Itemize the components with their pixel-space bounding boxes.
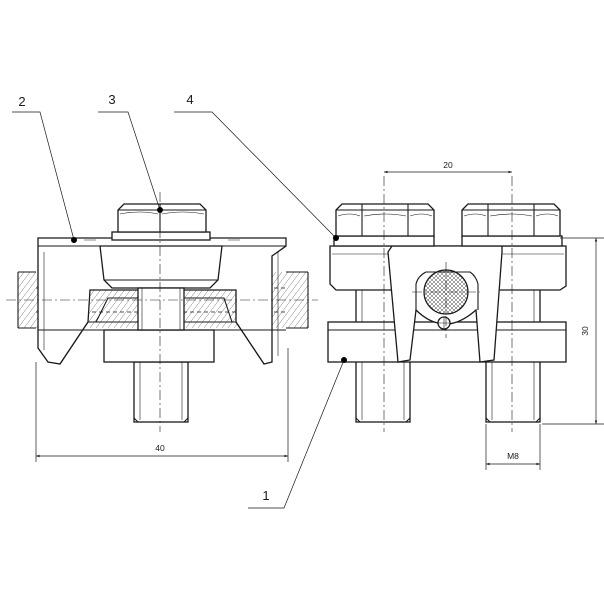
lower-clamp-plate [103,329,215,363]
hex-nut-left [335,203,435,237]
dimension-width-label: 40 [155,443,165,453]
upper-clamp-body [37,237,287,365]
leader-2: 2 [12,94,77,243]
side-view: 20 30 M8 [327,160,604,470]
dimension-bolt-spacing-label: 20 [443,160,453,170]
leader-3: 3 [98,92,163,213]
part-label-1: 1 [262,488,269,503]
dimension-bolt-spacing: 20 [384,160,512,174]
dimension-thread-label: M8 [507,451,519,461]
bolt-shank-top [137,287,185,331]
clamp-block [99,245,223,289]
dimension-width: 40 [35,348,289,462]
dimension-thread: M8 [485,424,541,470]
dimension-height-label: 30 [580,326,590,336]
leader-4: 4 [174,92,339,241]
front-view: 40 [6,192,318,462]
hex-nut-right [461,203,561,237]
leader-1: 1 [248,357,347,509]
dimension-height: 30 [542,237,604,425]
part-label-4: 4 [186,92,193,107]
part-label-2: 2 [18,94,25,109]
washer [111,231,211,241]
bolt-shank-bottom [133,361,189,423]
part-label-3: 3 [108,92,115,107]
